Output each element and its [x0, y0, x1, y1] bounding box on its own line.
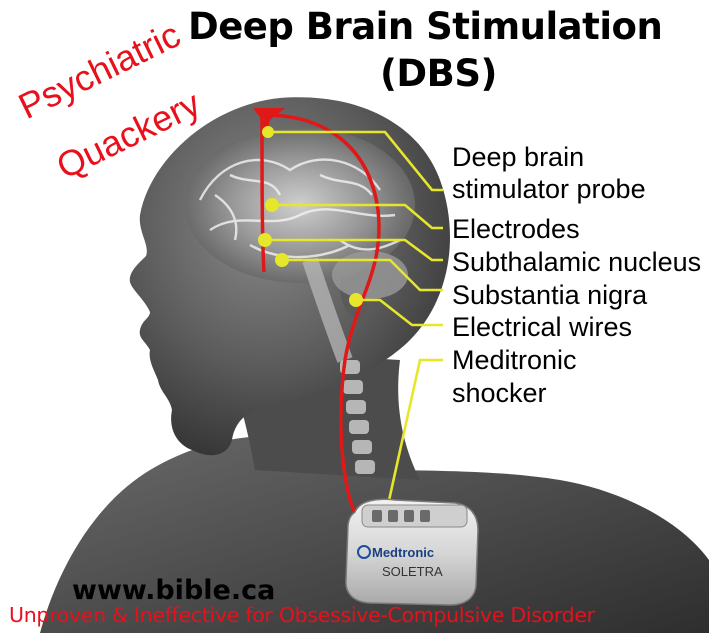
spinal-column — [340, 360, 375, 474]
label-subthalamic-nucleus: Subthalamic nucleus — [452, 247, 702, 277]
label-substantia-nigra: Substantia nigra — [452, 280, 648, 310]
label-probe-line-1: Deep brain — [452, 142, 585, 172]
title-line-1: Deep Brain Stimulation — [188, 5, 663, 48]
callout-lines — [265, 130, 443, 506]
title-line-2: (DBS) — [380, 52, 497, 95]
probe-head-shape — [253, 108, 285, 128]
website-url: www.bible.ca — [72, 575, 276, 606]
brain-folds — [198, 158, 401, 259]
label-shocker-line-1: Meditronic — [452, 345, 577, 375]
device-model-text: SOLETRA — [382, 564, 443, 579]
label-shocker-line-2: shocker — [452, 378, 547, 408]
label-electrodes: Electrodes — [452, 214, 580, 244]
electrical-wire-path — [260, 113, 381, 535]
brainstem-shape — [302, 257, 353, 363]
device-brand-text: Medtronic — [372, 545, 434, 560]
label-electrical-wires: Electrical wires — [452, 312, 633, 342]
footer-caption: Unproven & Ineffective for Obsessive-Com… — [9, 603, 595, 627]
neurostimulator-device: Medtronic SOLETRA — [345, 498, 479, 606]
label-probe-line-2: stimulator probe — [452, 174, 646, 204]
